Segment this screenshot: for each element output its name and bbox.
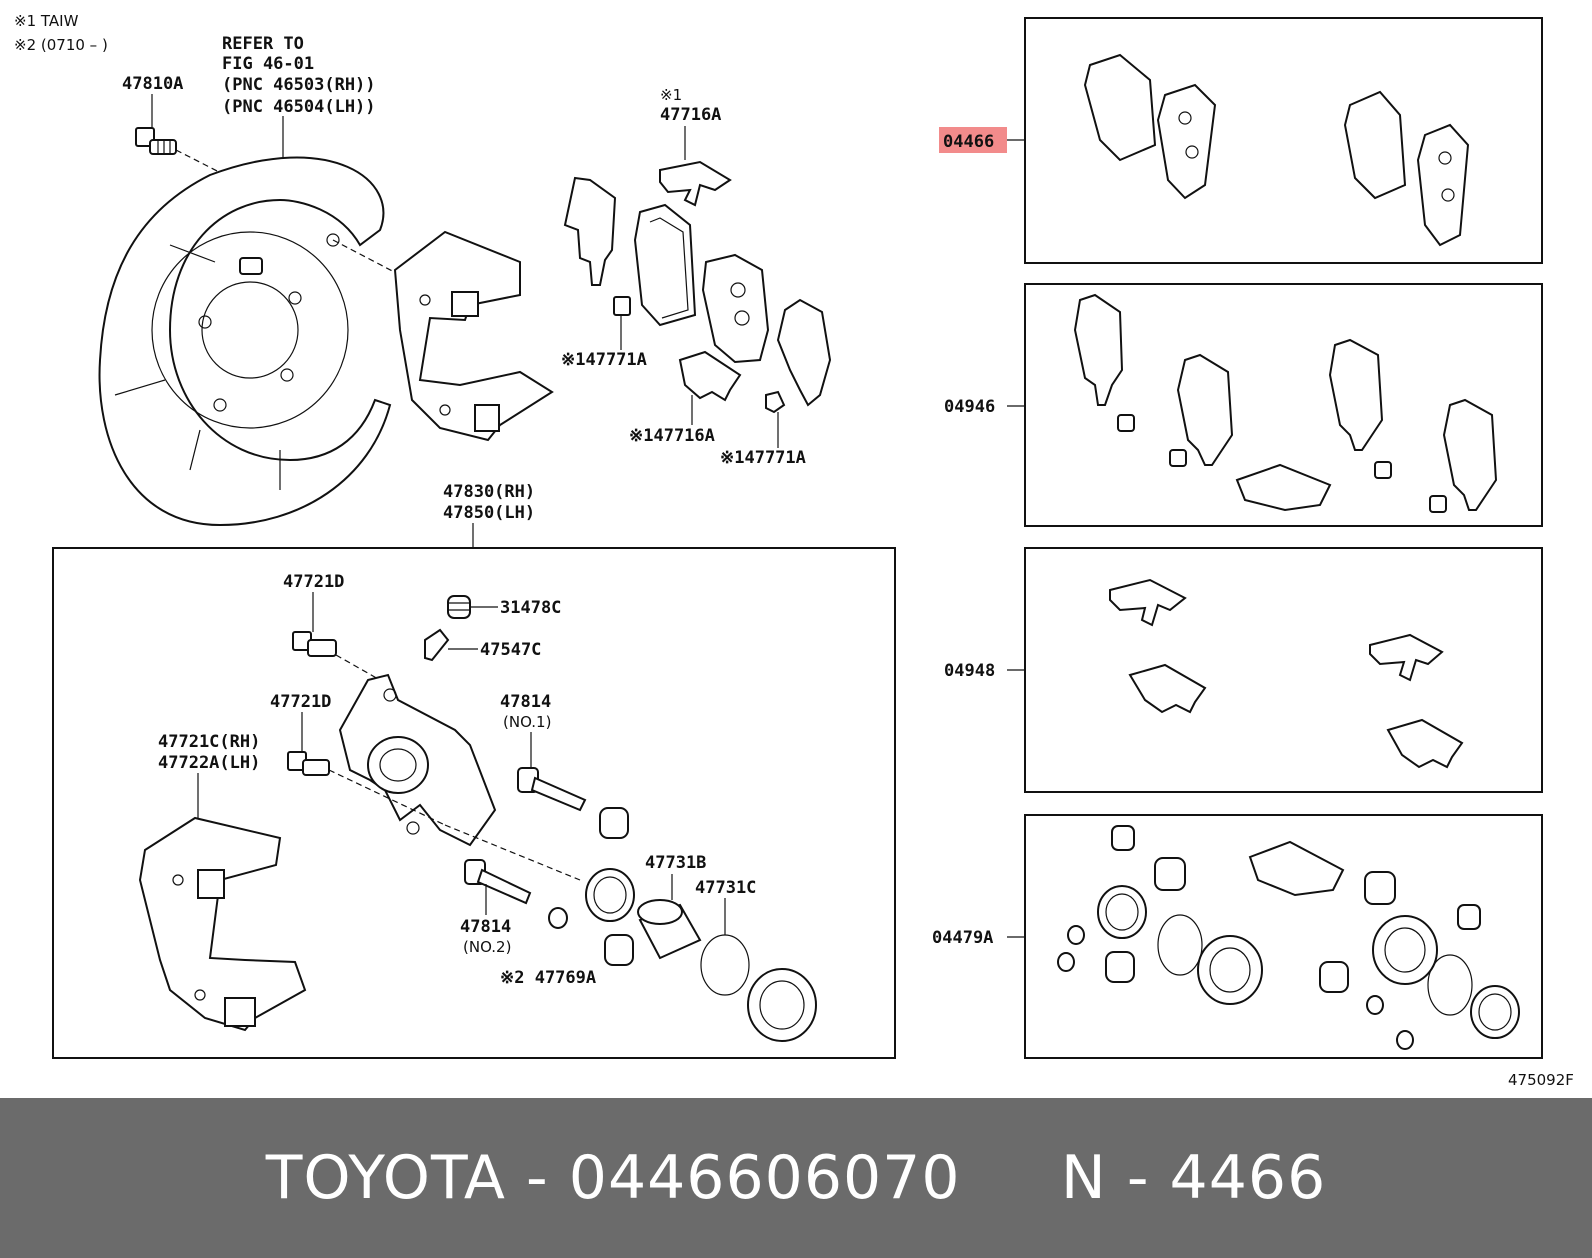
- label-47830[interactable]: 47830(RH): [443, 482, 535, 502]
- caliper-assembly-box: [52, 547, 896, 1059]
- pad-clip-top-icon: [659, 160, 732, 207]
- label-47547C[interactable]: 47547C: [480, 640, 541, 660]
- label-47721D-b[interactable]: 47721D: [270, 692, 331, 712]
- refer-line-1: REFER TO: [222, 34, 304, 54]
- label-47814-a-sub: (NO.1): [503, 713, 551, 731]
- pad-shim-right-icon: [776, 298, 832, 407]
- kit-04946-shims-icon: [1073, 293, 1498, 513]
- pad-wear-clip-right-icon: [765, 390, 786, 414]
- label-47771A-right[interactable]: ※147771A: [720, 448, 806, 468]
- highlight-04466: [939, 127, 1007, 153]
- diagram-canvas: ※1 TAIW ※2 (0710 – ) REFER TO FIG 46-01 …: [14, 12, 1574, 1089]
- refer-line-4: (PNC 46504(LH)): [222, 97, 376, 117]
- label-47716A-top[interactable]: 47716A: [660, 105, 721, 125]
- kit-04479A-parts-icon: [1057, 825, 1520, 1050]
- piston-icon: [637, 899, 702, 960]
- bleeder-cap-icon: [447, 595, 471, 619]
- label-04466[interactable]: 04466: [943, 132, 994, 152]
- label-04948[interactable]: 04948: [944, 661, 995, 681]
- label-04479A[interactable]: 04479A: [932, 928, 993, 948]
- guide-pin-no1-icon: [517, 767, 587, 812]
- bleeder-plug-icon: [424, 628, 450, 662]
- label-47850[interactable]: 47850(LH): [443, 503, 535, 523]
- refer-line-2: FIG 46-01: [222, 54, 314, 74]
- boot-a-icon: [599, 807, 629, 839]
- seal-ring-icon: [585, 868, 635, 922]
- kit-box-04466: [1024, 17, 1543, 264]
- bush-47769A-icon: [548, 907, 568, 929]
- refer-line-3: (PNC 46503(RH)): [222, 75, 376, 95]
- kit-box-04479A: [1024, 814, 1543, 1059]
- piston-seal-icon: [700, 934, 750, 996]
- torque-plate: [138, 816, 307, 1032]
- caliper-mounting-bracket: [393, 230, 554, 442]
- footer-part-number: TOYOTA - 0446606070 N - 4466: [265, 1143, 1327, 1213]
- brake-pad-outer-icon: [701, 253, 770, 364]
- bolt-47721D-a-icon: [292, 631, 337, 657]
- pad-shim-outer-icon: [563, 176, 617, 286]
- caliper-body: [338, 673, 497, 847]
- label-31478C[interactable]: 31478C: [500, 598, 561, 618]
- label-04946[interactable]: 04946: [944, 397, 995, 417]
- note-1: ※1 TAIW: [14, 12, 79, 30]
- footer-bar: TOYOTA - 0446606070 N - 4466: [0, 1098, 1592, 1258]
- label-47814-b[interactable]: 47814: [460, 917, 511, 937]
- label-47810A[interactable]: 47810A: [122, 74, 183, 94]
- figure-code: 475092F: [1508, 1071, 1574, 1089]
- dust-cover-plate: [98, 156, 392, 527]
- label-47721D-a[interactable]: 47721D: [283, 572, 344, 592]
- kit-04948-clips-icon: [1109, 578, 1464, 769]
- label-47769A[interactable]: ※2 47769A: [500, 968, 596, 988]
- kit-box-04948: [1024, 547, 1543, 793]
- note-2: ※2 (0710 – ): [14, 36, 108, 54]
- label-47814-a[interactable]: 47814: [500, 692, 551, 712]
- label-47731C[interactable]: 47731C: [695, 878, 756, 898]
- cylinder-boot-icon: [747, 968, 817, 1042]
- label-47722A[interactable]: 47722A(LH): [158, 753, 260, 773]
- pad-wear-clip-left-icon: [613, 296, 631, 316]
- label-47731B[interactable]: 47731B: [645, 853, 706, 873]
- bolt-47721D-b-icon: [287, 751, 330, 776]
- pad-clip-bottom-icon: [678, 350, 742, 402]
- label-47814-b-sub: (NO.2): [463, 938, 511, 956]
- parts-diagram: ※1 TAIW ※2 (0710 – ) REFER TO FIG 46-01 …: [14, 12, 1574, 1089]
- label-47771A-left[interactable]: ※147771A: [561, 350, 647, 370]
- kit-04466-pads-icon: [1083, 53, 1470, 247]
- guide-pin-no2-icon: [464, 859, 532, 905]
- kit-box-04946: [1024, 283, 1543, 527]
- label-47716A-bottom[interactable]: ※147716A: [629, 426, 715, 446]
- brake-pad-inner-icon: [633, 203, 697, 327]
- boot-b-icon: [604, 934, 634, 966]
- label-47721C[interactable]: 47721C(RH): [158, 732, 260, 752]
- label-47716A-note: ※1: [660, 86, 682, 104]
- bolt-47810A-icon: [135, 127, 177, 155]
